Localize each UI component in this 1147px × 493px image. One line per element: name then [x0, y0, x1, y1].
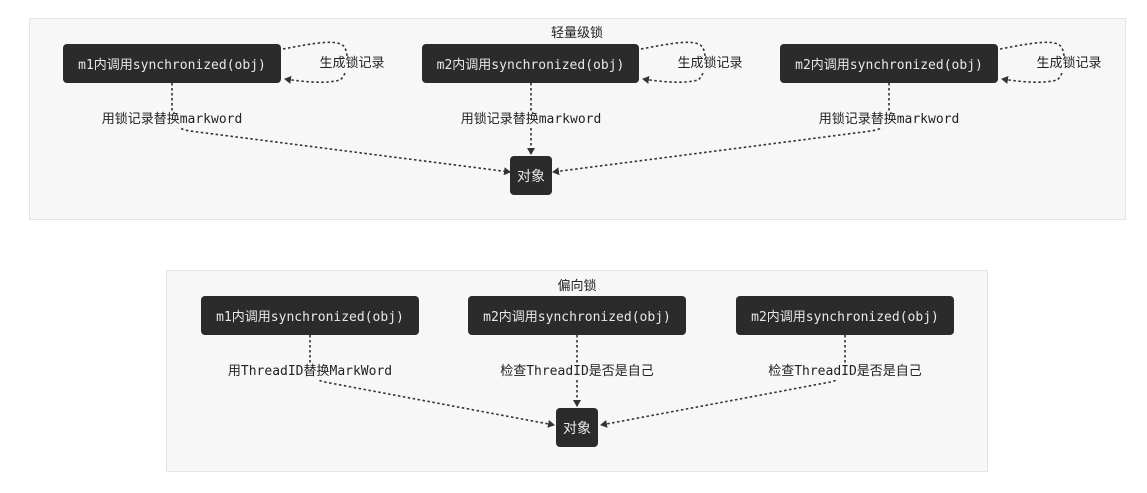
self-loop-label-3: 生成锁记录 — [1034, 56, 1104, 72]
biased-thread-node-2: m2内调用synchronized(obj) — [468, 296, 686, 335]
biased-object-node: 对象 — [556, 408, 598, 447]
lightweight-object-node: 对象 — [510, 156, 552, 195]
biased-edge-3 — [600, 335, 846, 428]
biased-thread-node-1: m1内调用synchronized(obj) — [201, 296, 419, 335]
self-loop-label-2: 生成锁记录 — [675, 56, 745, 72]
biased-edge-1 — [309, 335, 555, 428]
lightweight-thread-node-2: m2内调用synchronized(obj) — [422, 44, 639, 83]
lightweight-thread-node-3: m2内调用synchronized(obj) — [780, 44, 998, 83]
biased-lock-title: 偏向锁 — [557, 279, 597, 294]
biased-thread-node-3: m2内调用synchronized(obj) — [736, 296, 954, 335]
biased-edge-label-3: 检查ThreadID是否是自己 — [766, 364, 924, 380]
lightweight-edge-label-2: 用锁记录替换markword — [458, 112, 604, 128]
lightweight-lock-title: 轻量级锁 — [550, 26, 604, 41]
biased-edge-label-1: 用ThreadID替换MarkWord — [225, 364, 395, 380]
self-loop-label-1: 生成锁记录 — [317, 56, 387, 72]
lightweight-edge-label-3: 用锁记录替换markword — [816, 112, 962, 128]
lightweight-edge-label-1: 用锁记录替换markword — [99, 112, 245, 128]
lightweight-thread-node-1: m1内调用synchronized(obj) — [63, 44, 281, 83]
biased-edge-label-2: 检查ThreadID是否是自己 — [498, 364, 656, 380]
